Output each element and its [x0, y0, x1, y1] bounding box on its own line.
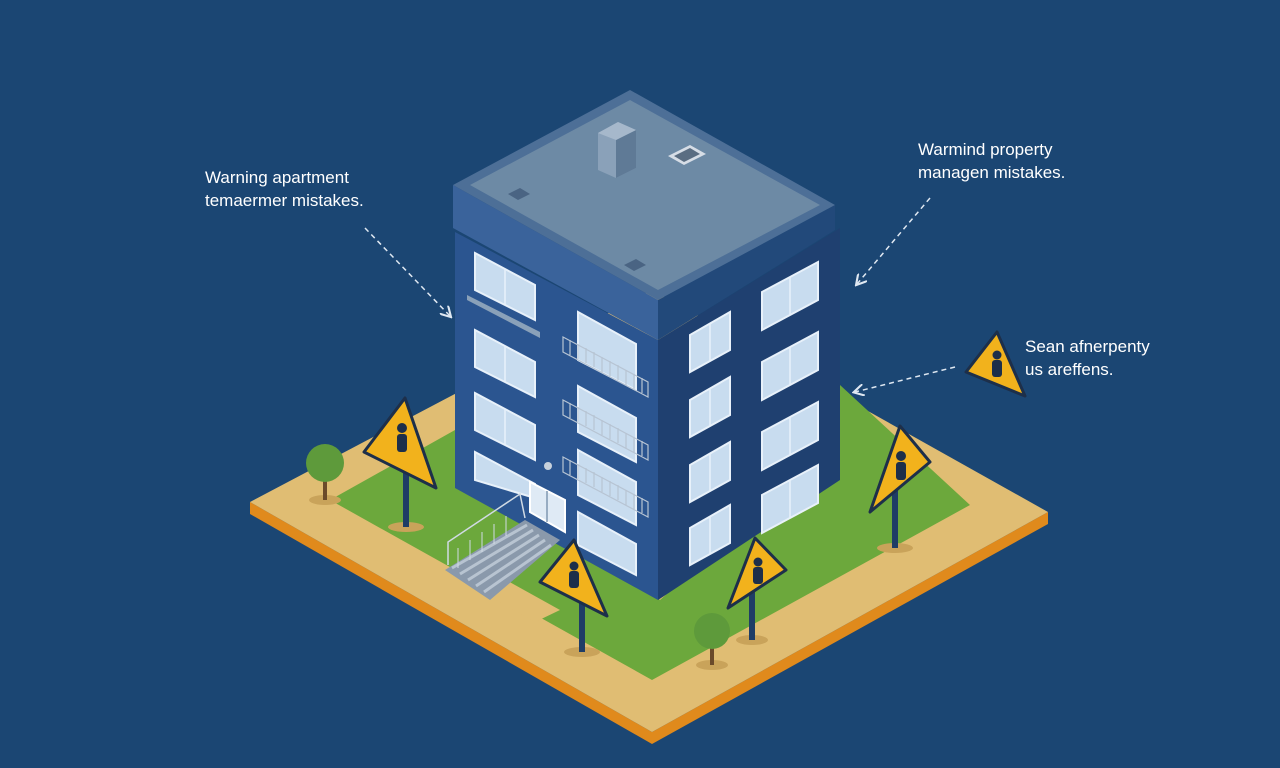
callout-right-mid-label: Sean afnerpenty us areffens. — [1025, 335, 1150, 381]
callout-arrow-right-mid — [855, 366, 956, 392]
callout-right-top-line2: managen mistakes. — [918, 163, 1066, 182]
callout-arrow-left — [364, 227, 450, 316]
warning-sign-icon — [868, 424, 932, 553]
tree-icon — [694, 613, 730, 670]
roof-vent-icon — [668, 145, 706, 165]
grass-lawn — [330, 385, 970, 680]
callout-arrow-right-top — [857, 197, 931, 284]
door-icon — [529, 480, 566, 534]
callout-right-top-label: Warmind property managen mistakes. — [918, 138, 1065, 184]
callout-arrows — [364, 197, 956, 392]
warning-sign-icon — [964, 330, 1027, 398]
rooftop-unit-icon — [598, 122, 636, 178]
callout-right-top-line1: Warmind property — [918, 140, 1053, 159]
balcony-railings — [562, 336, 649, 518]
warning-sign-icon — [538, 538, 609, 657]
callout-left-line2: temaermer mistakes. — [205, 191, 364, 210]
callout-left-label: Warning apartment temaermer mistakes. — [205, 166, 364, 212]
tree-icon — [306, 444, 344, 505]
balcony-windows — [577, 310, 637, 577]
warning-sign-icon — [362, 396, 438, 532]
warning-sign-icon — [726, 536, 788, 645]
callout-left-line1: Warning apartment — [205, 168, 349, 187]
callout-right-mid-line2: us areffens. — [1025, 360, 1114, 379]
stairs-icon — [445, 492, 560, 600]
apartment-building — [445, 90, 840, 600]
callout-right-mid-line1: Sean afnerpenty — [1025, 337, 1150, 356]
